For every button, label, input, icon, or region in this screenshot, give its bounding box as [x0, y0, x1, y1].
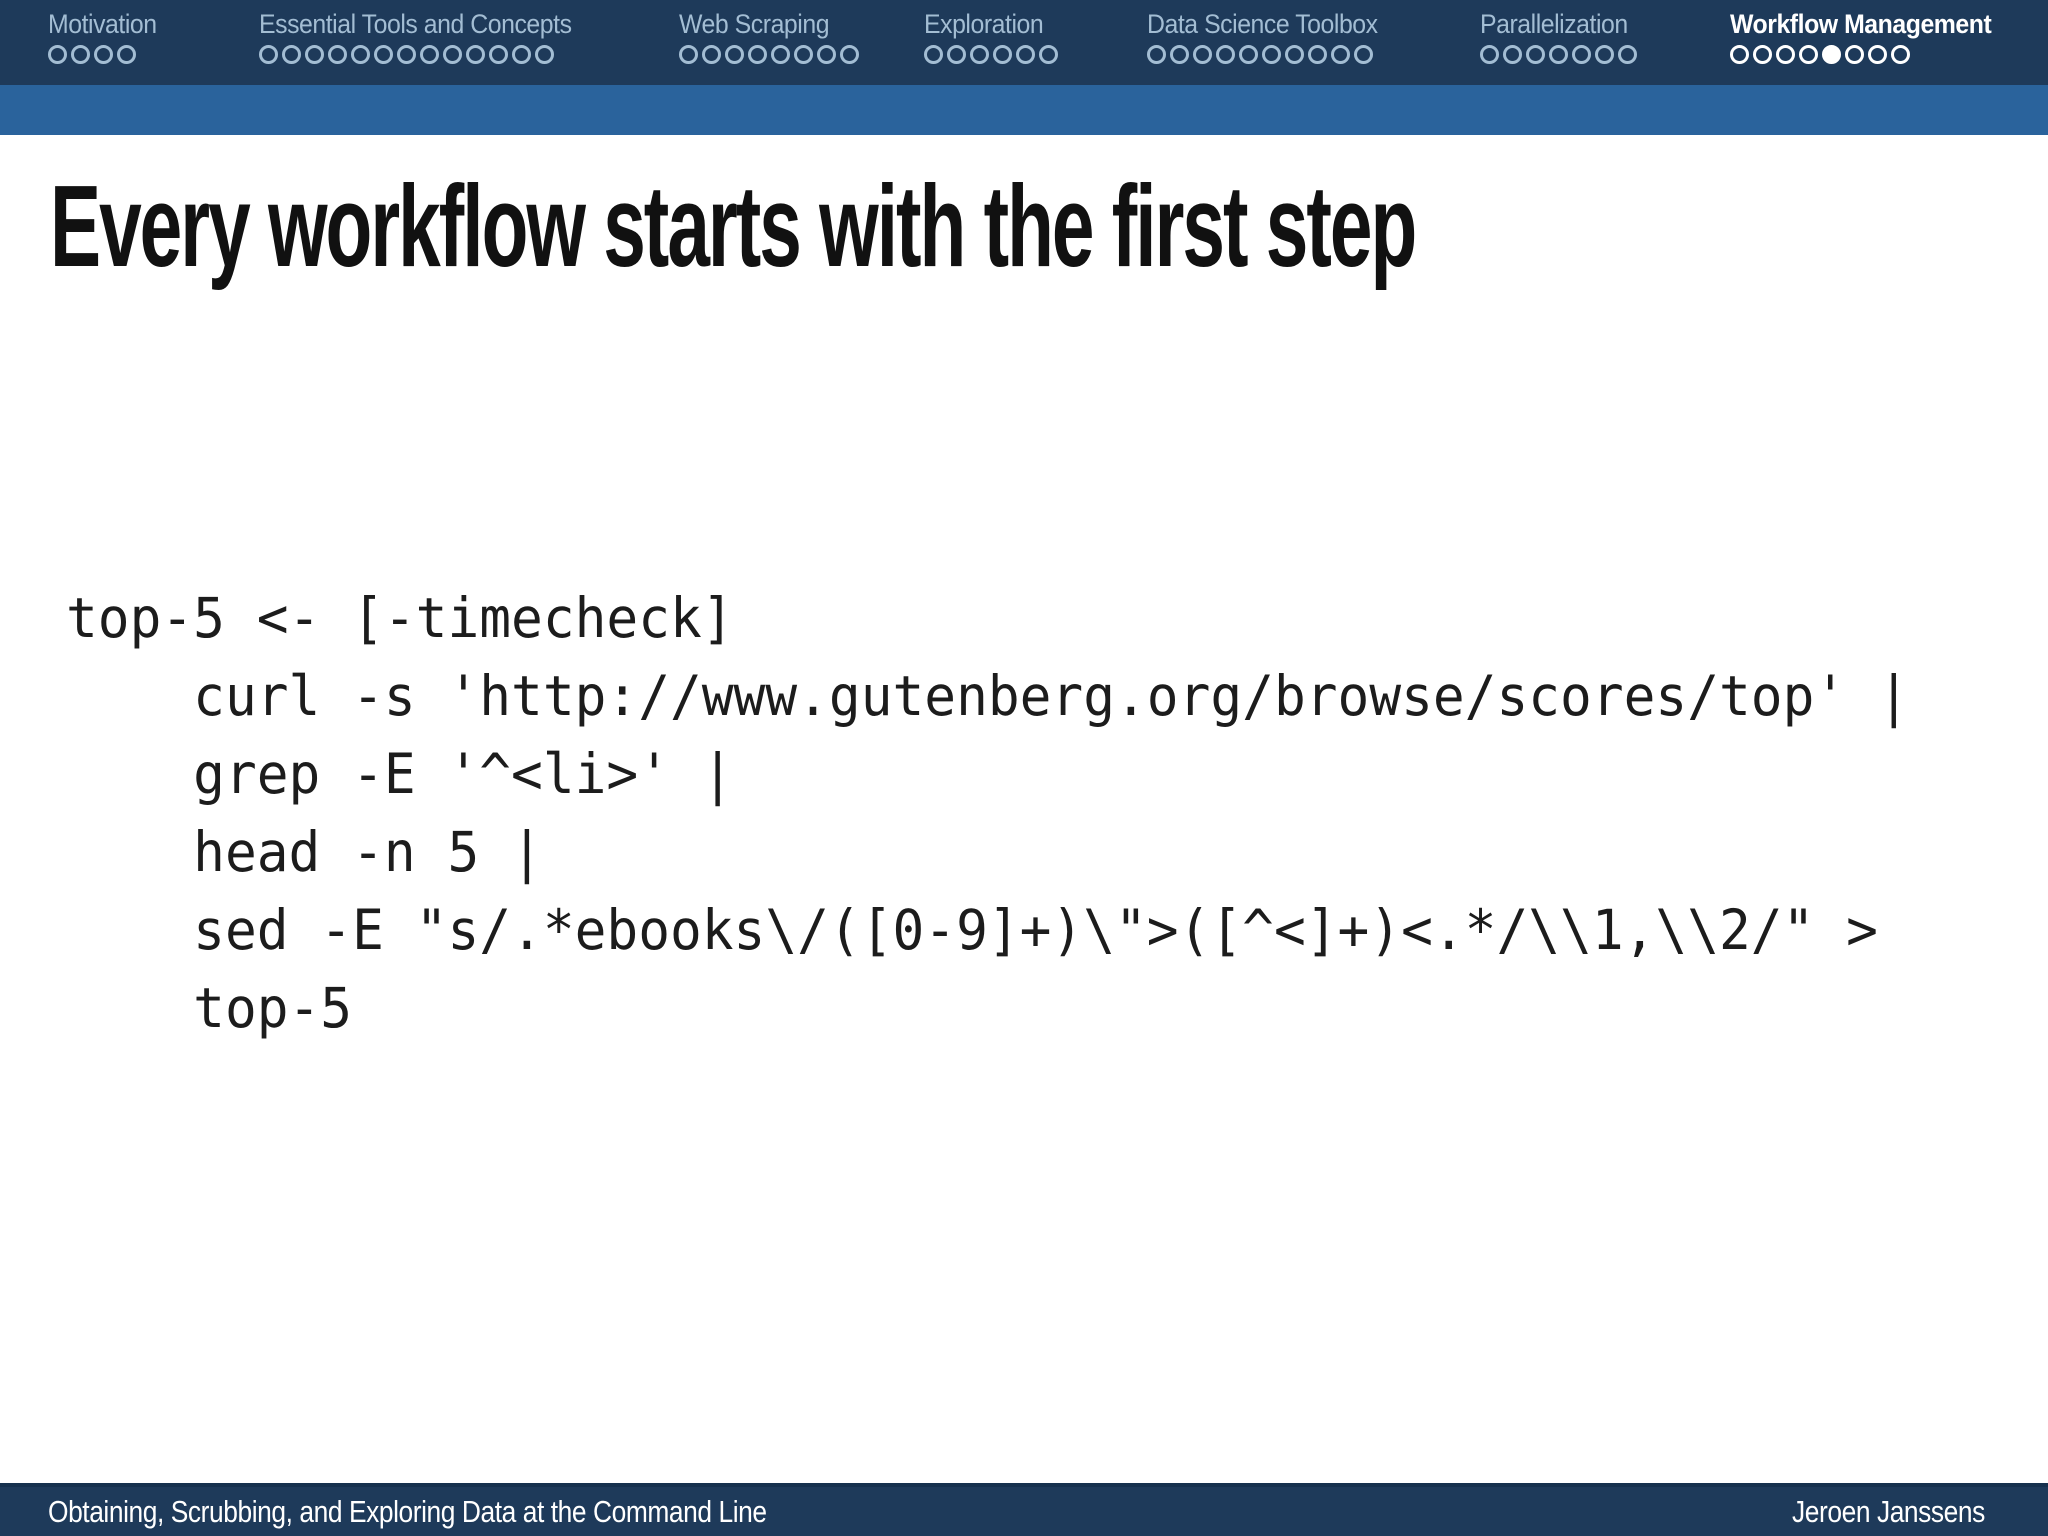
nav-dot[interactable]	[1503, 45, 1522, 64]
nav-dot[interactable]	[1147, 45, 1166, 64]
nav-dot[interactable]	[1016, 45, 1035, 64]
nav-progress-dots	[1480, 45, 1641, 64]
nav-dot[interactable]	[282, 45, 301, 64]
page-title: Every workflow starts with the first ste…	[50, 161, 1417, 291]
nav-dot[interactable]	[48, 45, 67, 64]
nav-dot[interactable]	[1285, 45, 1304, 64]
code-block: top-5 <- [-timecheck] curl -s 'http://ww…	[66, 586, 1910, 1040]
nav-dot[interactable]	[1331, 45, 1350, 64]
nav-dot[interactable]	[1480, 45, 1499, 64]
nav-progress-dots	[679, 45, 859, 64]
nav-dot[interactable]	[305, 45, 324, 64]
nav-dot[interactable]	[1039, 45, 1058, 64]
nav-section-essential-tools[interactable]: Essential Tools and Concepts	[259, 9, 599, 64]
nav-dot[interactable]	[1868, 45, 1887, 64]
accent-strip	[0, 85, 2048, 135]
nav-dot[interactable]	[1572, 45, 1591, 64]
nav-section-label: Workflow Management	[1730, 9, 1992, 39]
nav-dot[interactable]	[420, 45, 439, 64]
nav-dot[interactable]	[489, 45, 508, 64]
nav-progress-dots	[259, 45, 599, 64]
nav-dot[interactable]	[443, 45, 462, 64]
nav-dot[interactable]	[1845, 45, 1864, 64]
nav-dot[interactable]	[1776, 45, 1795, 64]
nav-section-label: Motivation	[48, 9, 157, 39]
nav-progress-dots	[48, 45, 166, 64]
nav-dot[interactable]	[725, 45, 744, 64]
nav-dot[interactable]	[1618, 45, 1637, 64]
nav-dot[interactable]	[374, 45, 393, 64]
nav-dot[interactable]	[328, 45, 347, 64]
nav-dot[interactable]	[117, 45, 136, 64]
nav-section-label: Data Science Toolbox	[1147, 9, 1378, 39]
nav-dot[interactable]	[1891, 45, 1910, 64]
nav-dot[interactable]	[679, 45, 698, 64]
nav-dot[interactable]	[947, 45, 966, 64]
nav-section-label: Web Scraping	[679, 9, 830, 39]
nav-section-label: Parallelization	[1480, 9, 1628, 39]
nav-dot[interactable]	[71, 45, 90, 64]
nav-dot[interactable]	[702, 45, 721, 64]
nav-dot[interactable]	[1354, 45, 1373, 64]
nav-dot[interactable]	[1216, 45, 1235, 64]
nav-dot[interactable]	[1526, 45, 1545, 64]
nav-section-label: Essential Tools and Concepts	[259, 9, 572, 39]
footer-presentation-title: Obtaining, Scrubbing, and Exploring Data…	[48, 1493, 767, 1529]
nav-section-motivation[interactable]: Motivation	[48, 9, 166, 64]
nav-dot[interactable]	[351, 45, 370, 64]
nav-dot[interactable]	[466, 45, 485, 64]
nav-dot[interactable]	[397, 45, 416, 64]
nav-section-data-science-toolbox[interactable]: Data Science Toolbox	[1147, 9, 1398, 64]
nav-progress-dots	[924, 45, 1058, 64]
nav-dot[interactable]	[924, 45, 943, 64]
nav-dot[interactable]	[993, 45, 1012, 64]
nav-dot[interactable]	[94, 45, 113, 64]
nav-dot[interactable]	[1753, 45, 1772, 64]
nav-dot[interactable]	[512, 45, 531, 64]
nav-dot[interactable]	[1308, 45, 1327, 64]
footer-author: Jeroen Janssens	[1792, 1493, 1985, 1529]
nav-dot[interactable]	[1262, 45, 1281, 64]
nav-dot[interactable]	[748, 45, 767, 64]
nav-header-bar: Motivation Essential Tools and Concepts We…	[0, 0, 2048, 85]
footer-bar: Obtaining, Scrubbing, and Exploring Data…	[0, 1483, 2048, 1536]
nav-dot[interactable]	[535, 45, 554, 64]
nav-dot[interactable]	[794, 45, 813, 64]
nav-section-exploration[interactable]: Exploration	[924, 9, 1058, 64]
nav-section-web-scraping[interactable]: Web Scraping	[679, 9, 859, 64]
nav-progress-dots	[1147, 45, 1398, 64]
nav-dot[interactable]	[1595, 45, 1614, 64]
nav-progress-dots	[1730, 45, 2014, 64]
nav-dot[interactable]	[1170, 45, 1189, 64]
nav-dot[interactable]	[1730, 45, 1749, 64]
nav-dot[interactable]	[970, 45, 989, 64]
nav-section-workflow-management[interactable]: Workflow Management	[1730, 9, 2014, 64]
nav-section-label: Exploration	[924, 9, 1044, 39]
nav-dot[interactable]	[1239, 45, 1258, 64]
nav-dot[interactable]	[817, 45, 836, 64]
nav-dot[interactable]	[1799, 45, 1818, 64]
nav-dot[interactable]	[771, 45, 790, 64]
nav-section-parallelization[interactable]: Parallelization	[1480, 9, 1641, 64]
nav-dot[interactable]	[1549, 45, 1568, 64]
nav-dot[interactable]	[840, 45, 859, 64]
nav-dot[interactable]	[1193, 45, 1212, 64]
nav-dot-current[interactable]	[1822, 45, 1841, 64]
nav-dot[interactable]	[259, 45, 278, 64]
